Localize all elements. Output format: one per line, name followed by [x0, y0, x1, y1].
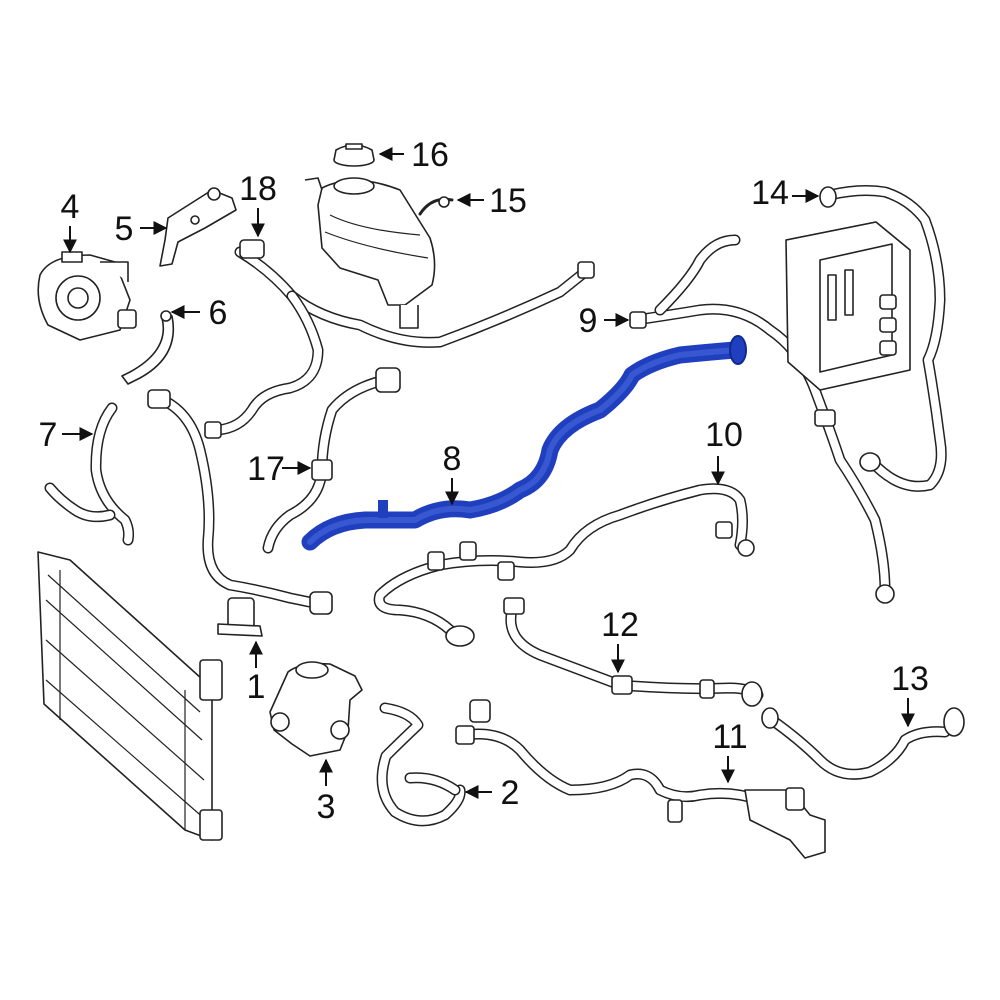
callout-2: 2	[501, 774, 520, 812]
callout-leaders	[62, 147, 915, 799]
outlet-hose[interactable]	[761, 707, 965, 780]
coolant-pipe-long[interactable]	[373, 483, 755, 647]
callout-8: 8	[443, 440, 462, 478]
valve-hose[interactable]	[455, 699, 826, 859]
tank-breather-hose[interactable]	[204, 239, 595, 439]
expansion-tank[interactable]	[304, 177, 454, 329]
radiator	[37, 551, 223, 841]
callout-18: 18	[239, 170, 277, 208]
callout-16: 16	[411, 136, 449, 174]
callout-15: 15	[489, 182, 527, 220]
lower-hose[interactable]	[376, 702, 466, 827]
callout-4: 4	[61, 188, 80, 226]
callout-12: 12	[601, 606, 639, 644]
charger-module	[785, 221, 911, 391]
return-hose[interactable]	[503, 597, 764, 707]
heater-hose-right[interactable]	[629, 234, 895, 604]
pump-clamp[interactable]	[121, 310, 174, 385]
thermostat-housing[interactable]	[269, 661, 363, 757]
reservoir-cap[interactable]	[333, 143, 375, 167]
pump-hose[interactable]	[44, 402, 135, 546]
callout-13: 13	[891, 660, 929, 698]
callout-6: 6	[209, 294, 228, 332]
electric-water-pump[interactable]	[37, 251, 137, 341]
callout-5: 5	[115, 210, 134, 248]
bypass-hose[interactable]	[262, 367, 401, 554]
callout-17: 17	[247, 450, 285, 488]
radiator-hose[interactable]	[147, 389, 333, 637]
callout-10: 10	[705, 416, 743, 454]
callout-1: 1	[247, 668, 266, 706]
callout-11: 11	[712, 718, 747, 756]
callout-3: 3	[317, 788, 336, 826]
callout-7: 7	[39, 416, 58, 454]
pump-bracket[interactable]	[159, 187, 237, 267]
highlighted-coolant-hose[interactable]	[301, 335, 747, 551]
callout-9: 9	[579, 302, 598, 340]
battery-coolant-hose[interactable]	[819, 185, 947, 492]
callout-labels: 1 2 3 4 5 6 7 8 9 10 11 12 13 14 15 16 1…	[39, 136, 929, 826]
callout-14: 14	[751, 174, 789, 212]
